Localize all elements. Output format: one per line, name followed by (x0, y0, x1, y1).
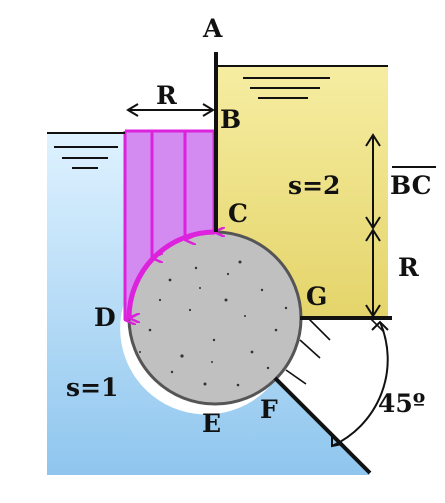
water-surface-icon (47, 132, 125, 169)
label-d: D (94, 303, 116, 332)
label-g: G (306, 282, 327, 311)
dim-label-r-right: R (398, 253, 419, 282)
dim-arrow-r-top (126, 103, 215, 117)
label-a: A (202, 14, 223, 43)
sg-label-right: s=2 (288, 171, 340, 200)
left-water-region (47, 133, 370, 475)
dim-arrow-right (365, 133, 381, 318)
curved-surface-cd (126, 229, 216, 318)
sg-label-left: s=1 (66, 373, 118, 402)
label-e: E (202, 409, 221, 438)
label-b: B (220, 105, 241, 134)
dim-label-bc: BC (390, 171, 432, 200)
angle-arc (331, 320, 389, 448)
label-c: C (228, 199, 248, 228)
angle-label: 45º (378, 389, 425, 418)
dim-label-r-top: R (156, 81, 177, 110)
inclined-wall-f (273, 376, 372, 475)
water-surface-icon (243, 77, 330, 99)
label-f: F (260, 395, 278, 424)
